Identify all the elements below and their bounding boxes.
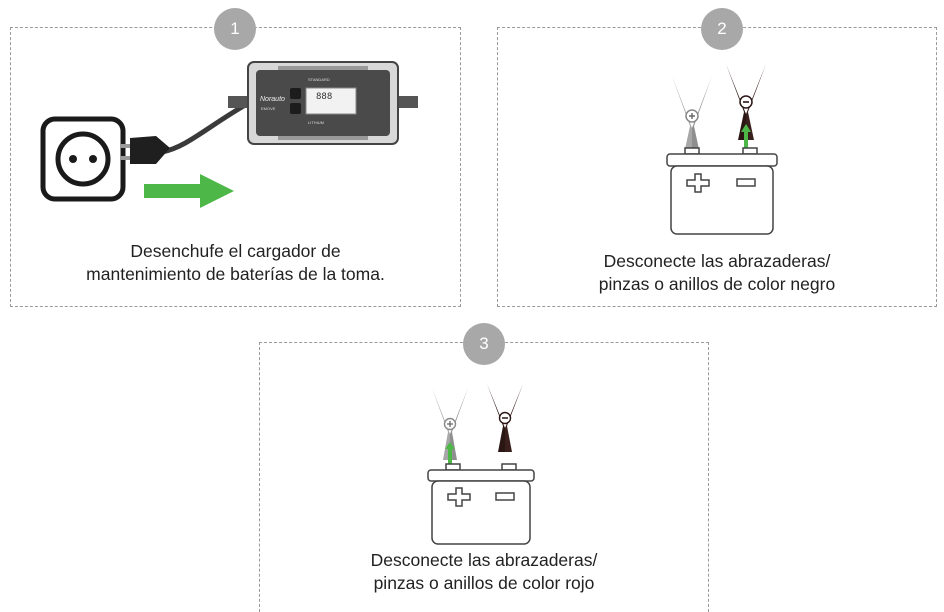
plug-icon xyxy=(120,101,249,164)
green-arrow-icon xyxy=(144,174,234,208)
step-1-caption: Desenchufe el cargador de mantenimiento … xyxy=(86,241,385,284)
step-2-badge: 2 xyxy=(701,8,743,50)
green-arrow-icon xyxy=(741,124,751,150)
wall-socket-icon xyxy=(40,116,126,202)
step-2-caption: Desconecte las abrazaderas/ pinzas o ani… xyxy=(598,251,836,294)
charger-display: 888 xyxy=(316,92,333,102)
charger-mode-bottom-label: LITHIUM xyxy=(308,120,324,125)
charger-brand-label: Norauto xyxy=(260,96,285,103)
black-clamp-icon xyxy=(487,384,523,452)
green-arrow-icon xyxy=(445,442,455,464)
step-3-caption: Desconecte las abrazaderas/ pinzas o ani… xyxy=(370,550,598,593)
red-clamp-icon xyxy=(672,76,712,154)
battery-icon xyxy=(666,147,778,235)
step-3-badge: 3 xyxy=(463,323,505,365)
charger-mode-top-label: STANDARD xyxy=(308,77,330,82)
charger-model-label: EMOVE xyxy=(261,106,276,111)
charger-device: Norauto EMOVE STANDARD LITHIUM 888 xyxy=(228,58,418,148)
step-1-badge: 1 xyxy=(214,8,256,50)
battery-icon xyxy=(427,463,535,545)
charger-device-icon xyxy=(228,61,418,145)
